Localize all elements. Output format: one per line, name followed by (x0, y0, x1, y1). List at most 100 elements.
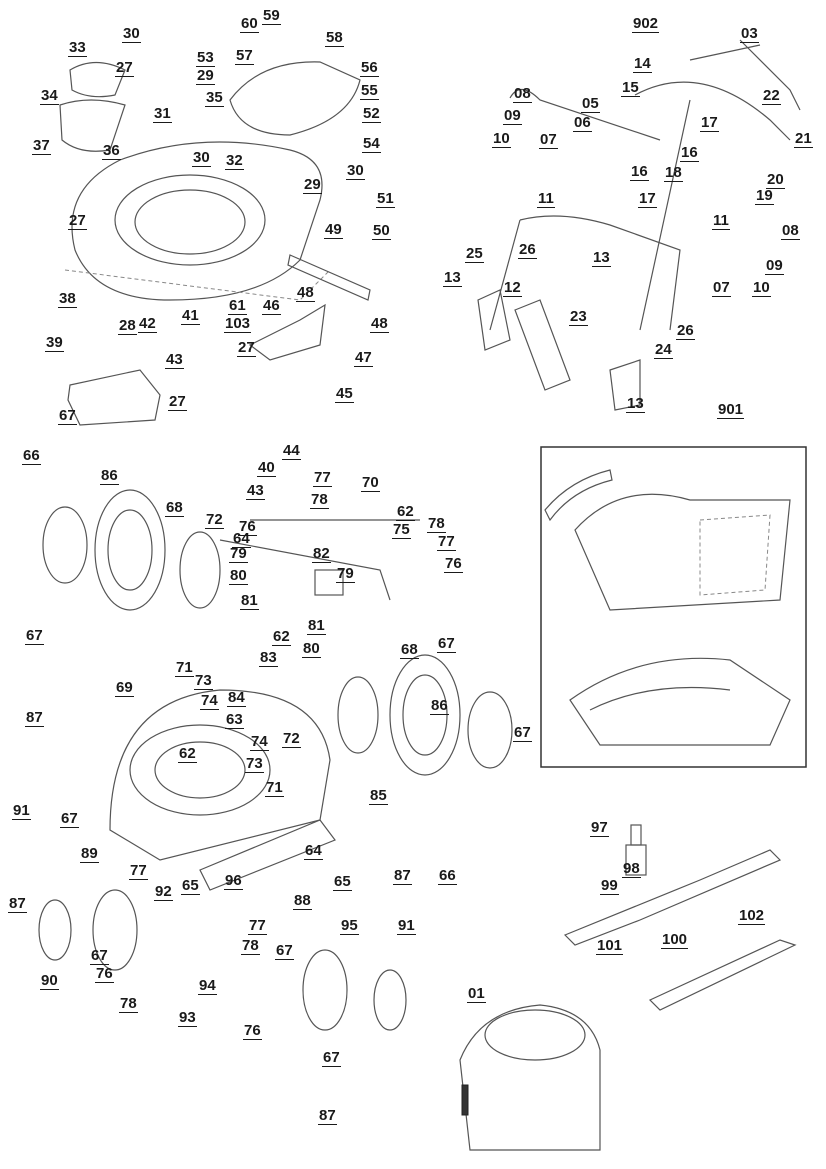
part-number-label: 51 (376, 190, 395, 208)
part-number-label: 44 (282, 442, 301, 460)
part-number-label: 76 (95, 965, 114, 983)
part-number-label: 62 (396, 503, 415, 521)
mulch-plug-39 (67, 369, 161, 426)
part-number-label: 27 (68, 212, 87, 230)
part-number-label: 53 (196, 49, 215, 67)
part-number-label: 74 (250, 733, 269, 751)
part-number-label: 77 (248, 917, 267, 935)
part-number-label: 67 (60, 810, 79, 828)
part-number-label: 76 (444, 555, 463, 573)
part-number-label: 67 (58, 407, 77, 425)
part-number-label: 99 (600, 877, 619, 895)
part-number-label: 87 (25, 709, 44, 727)
part-number-label: 05 (581, 95, 600, 113)
part-number-label: 25 (465, 245, 484, 263)
part-number-label: 71 (265, 779, 284, 797)
part-number-label: 21 (794, 130, 813, 148)
part-number-label: 10 (492, 130, 511, 148)
part-number-label: 27 (115, 59, 134, 77)
rail-47 (287, 254, 371, 301)
part-number-label: 66 (438, 867, 457, 885)
part-number-label: 89 (80, 845, 99, 863)
part-number-label: 95 (340, 917, 359, 935)
part-number-label: 86 (430, 697, 449, 715)
part-number-label: 37 (32, 137, 51, 155)
part-number-label: 19 (755, 187, 774, 205)
part-number-label: 76 (238, 518, 257, 536)
part-number-label: 26 (676, 322, 695, 340)
grass-flap-34 (59, 61, 126, 152)
hub-cap-66-right (467, 691, 513, 769)
part-number-label: 33 (68, 39, 87, 57)
part-number-label: 80 (302, 640, 321, 658)
side-chute-45 (248, 303, 326, 361)
part-number-label: 88 (293, 892, 312, 910)
part-number-label: 35 (205, 89, 224, 107)
part-number-label: 55 (360, 82, 379, 100)
part-number-label: 82 (312, 545, 331, 563)
part-number-label: 94 (198, 977, 217, 995)
part-number-label: 07 (539, 131, 558, 149)
rear-wheel-86-right (389, 654, 461, 776)
part-number-label: 57 (235, 47, 254, 65)
grass-box-901 (544, 469, 791, 746)
part-number-label: 17 (700, 114, 719, 132)
part-number-label: 91 (397, 917, 416, 935)
part-number-label: 47 (354, 349, 373, 367)
part-number-label: 12 (503, 279, 522, 297)
part-number-label: 24 (654, 341, 673, 359)
handle-upper (489, 39, 801, 331)
part-number-label: 62 (178, 745, 197, 763)
part-number-label: 54 (362, 135, 381, 153)
part-number-label: 17 (638, 190, 657, 208)
part-number-label: 68 (400, 641, 419, 659)
part-number-label: 65 (181, 877, 200, 895)
part-number-label: 65 (333, 873, 352, 891)
part-number-label: 63 (225, 711, 244, 729)
part-number-label: 78 (119, 995, 138, 1013)
part-number-label: 39 (45, 334, 64, 352)
part-number-label: 77 (129, 862, 148, 880)
engine-01 (459, 1004, 601, 1151)
part-number-label: 43 (246, 482, 265, 500)
part-number-label: 52 (362, 105, 381, 123)
blade-102 (648, 939, 797, 1011)
part-number-label: 09 (765, 257, 784, 275)
part-number-label: 97 (590, 819, 609, 837)
part-number-label: 26 (518, 241, 537, 259)
part-number-label: 71 (175, 659, 194, 677)
part-number-label: 73 (194, 672, 213, 690)
part-number-label: 08 (513, 85, 532, 103)
hub-cap-66-left (42, 506, 88, 584)
part-number-label: 101 (596, 937, 624, 955)
part-number-label: 84 (227, 689, 246, 707)
part-number-label: 32 (225, 152, 244, 170)
part-number-label: 67 (275, 942, 294, 960)
part-number-label: 80 (229, 567, 248, 585)
part-number-label: 67 (322, 1049, 341, 1067)
part-number-label: 102 (738, 907, 766, 925)
part-number-label: 70 (361, 474, 380, 492)
part-number-label: 61 (228, 297, 247, 315)
part-number-label: 49 (324, 221, 343, 239)
front-wheel-90 (38, 889, 138, 971)
part-number-label: 72 (205, 511, 224, 529)
part-number-label: 78 (241, 937, 260, 955)
part-number-label: 43 (165, 351, 184, 369)
part-number-label: 60 (240, 15, 259, 33)
part-number-label: 66 (22, 447, 41, 465)
part-number-label: 79 (336, 565, 355, 583)
part-number-label: 14 (633, 55, 652, 73)
part-number-label: 74 (200, 692, 219, 710)
part-number-label: 56 (360, 59, 379, 77)
part-number-label: 62 (272, 628, 291, 646)
part-number-label: 30 (346, 162, 365, 180)
handle-brackets (477, 289, 641, 411)
part-number-label: 91 (12, 802, 31, 820)
part-number-label: 40 (257, 459, 276, 477)
part-number-label: 48 (296, 284, 315, 302)
part-number-label: 67 (513, 724, 532, 742)
part-number-label: 67 (90, 947, 109, 965)
part-number-label: 10 (752, 279, 771, 297)
